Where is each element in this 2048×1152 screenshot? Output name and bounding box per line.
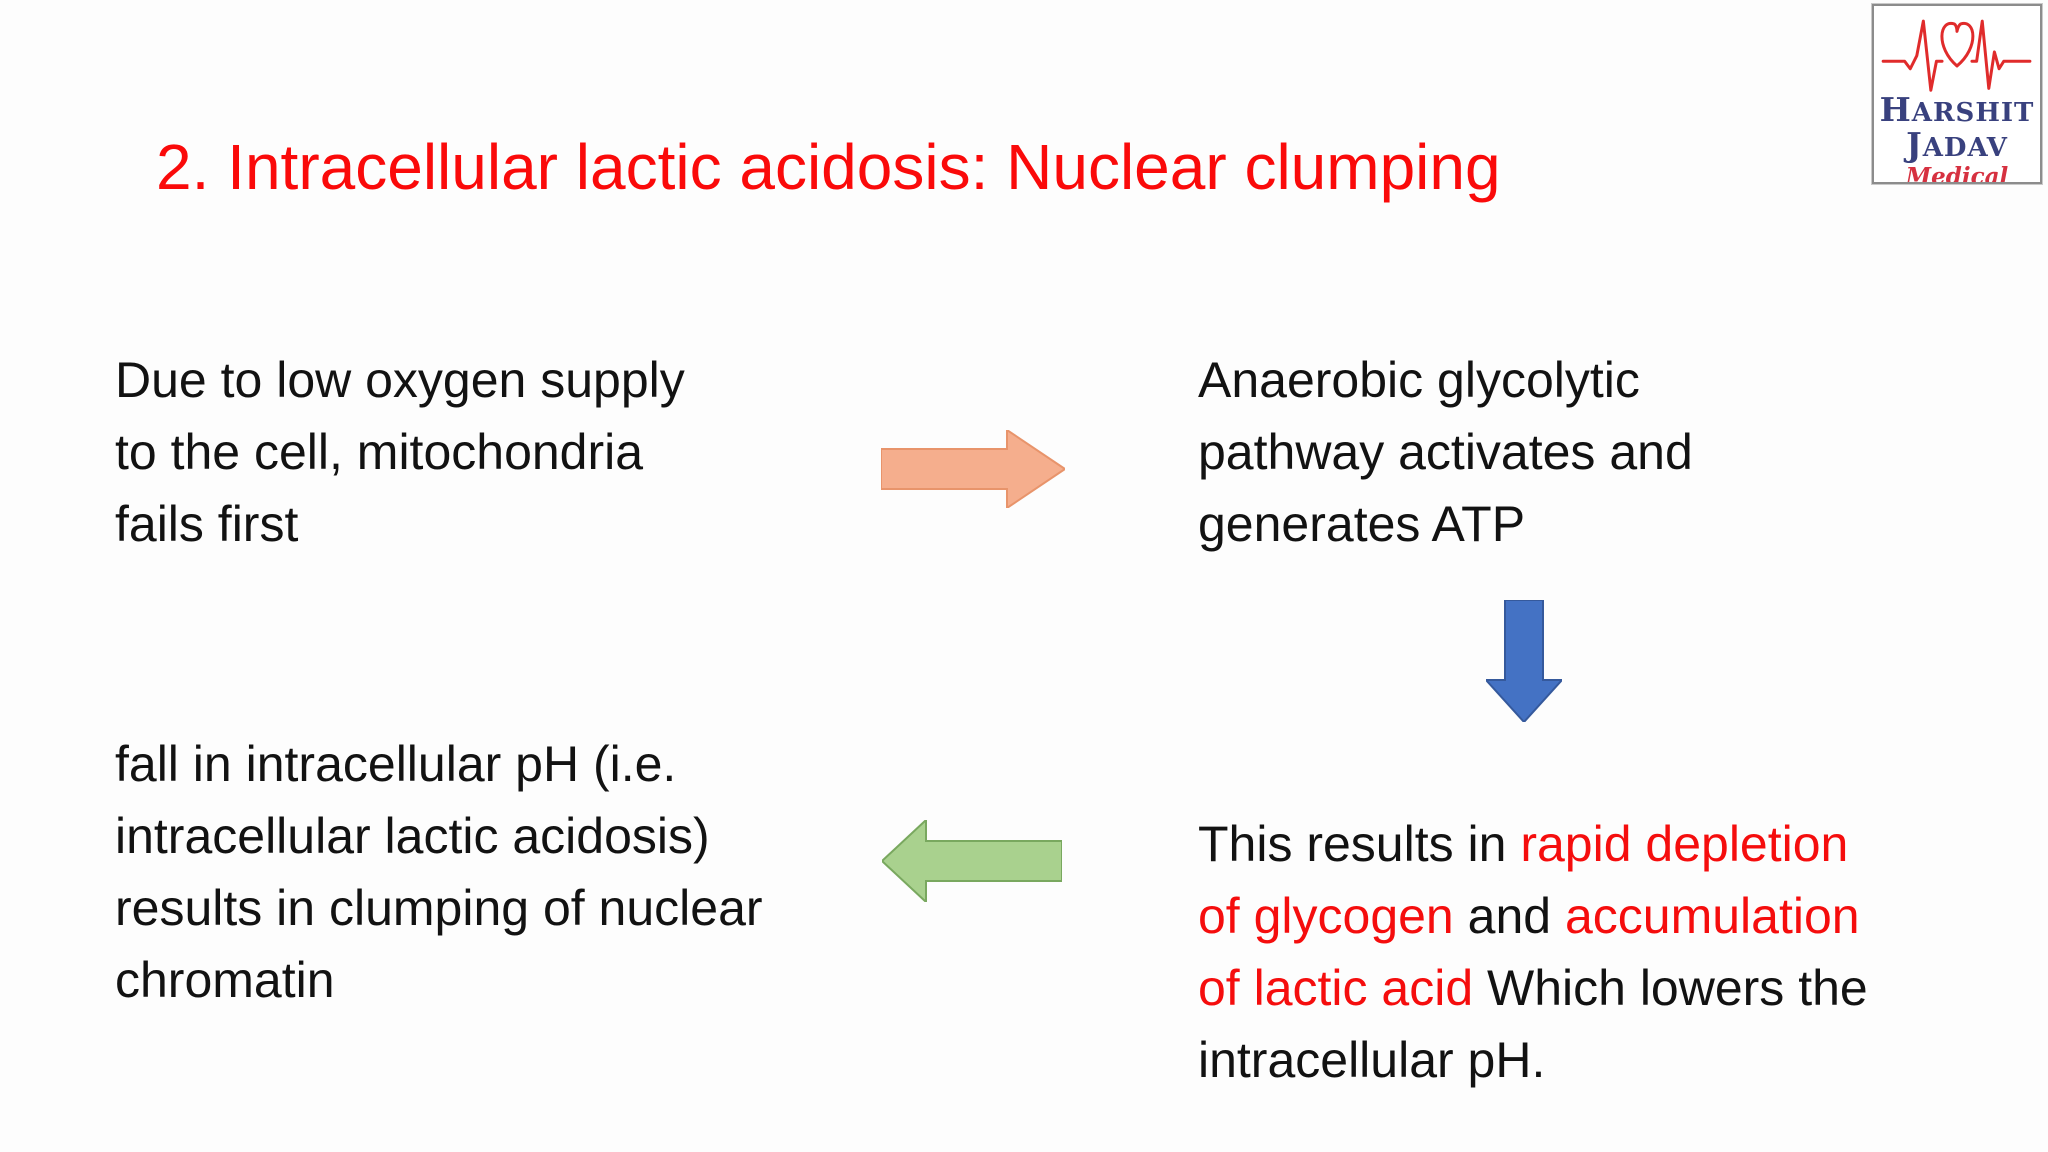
text-step1-low-oxygen: Due to low oxygen supply to the cell, mi… xyxy=(115,352,685,552)
logo-name-line1: HARSHIT xyxy=(1879,90,2035,129)
text-segment: This results in xyxy=(1198,816,1521,872)
flow-arrow-down xyxy=(1486,600,1562,722)
text-segment-emphasis: accumulation of lactic acid xyxy=(1198,888,1860,1016)
brand-logo: HARSHIT JADAV Medical Wala xyxy=(1871,3,2043,185)
flow-arrow-left xyxy=(882,820,1062,902)
text-segment-emphasis: rapid depletion of glycogen xyxy=(1198,816,1849,944)
text-segment: and xyxy=(1467,888,1565,944)
logo-tagline: Medical Wala xyxy=(1905,163,2009,184)
ecg-heartbeat-heart-icon xyxy=(1881,19,2032,92)
text-segment: Which lowers the intracellular pH. xyxy=(1198,960,1868,1088)
text-step2-anaerobic-glycolysis: Anaerobic glycolytic pathway activates a… xyxy=(1198,352,1693,552)
text-step3-glycogen-depletion: This results in rapid depletion of glyco… xyxy=(1198,736,2038,1096)
text-step4-ph-fall-nuclear-clumping: fall in intracellular pH (i.e. intracell… xyxy=(115,736,763,1008)
slide-title: 2. Intracellular lactic acidosis: Nuclea… xyxy=(156,131,1501,203)
flow-arrow-right xyxy=(881,430,1065,508)
logo-name-line2: JADAV xyxy=(1906,125,2008,164)
